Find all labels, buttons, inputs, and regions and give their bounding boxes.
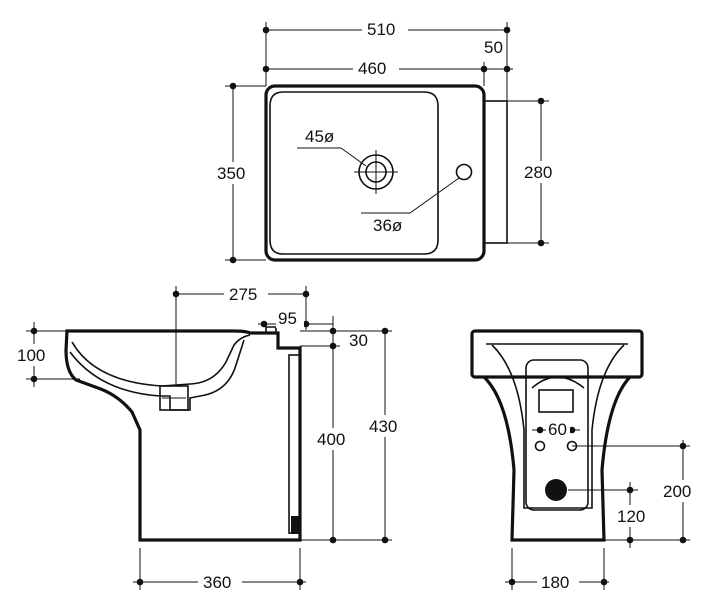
dim-bolt-spacing: 60 [548,420,567,439]
dim-bowl-height: 100 [17,346,45,365]
dim-base-width: 360 [203,573,231,592]
dim-drain-height: 200 [663,482,691,501]
rear-mounting-block [483,100,508,244]
dim-drain-offset: 120 [617,507,645,526]
dim-rear-offset: 50 [484,38,503,57]
rear-view: 60 200 120 180 [470,329,702,593]
basin-inner-bowl [269,91,439,255]
drain-outlet [545,479,567,501]
dim-depth: 350 [217,164,245,183]
pedestal-outline [64,329,302,542]
dim-step-height: 30 [349,331,368,350]
dim-overall-width: 510 [367,20,395,39]
overflow-leader [361,177,460,214]
overflow-hole [455,163,473,181]
rear-pedestal-outline [482,375,632,542]
drain-assembly [159,385,189,411]
dim-rear-base-width: 180 [541,573,569,592]
dim-outlet-offset: 275 [229,285,257,304]
bolt-hole-left [534,440,546,452]
dim-bowl-width: 460 [358,59,386,78]
mounting-plate [525,359,589,511]
side-view: 275 95 100 30 400 430 [14,283,406,593]
bowl-interior [71,334,251,387]
overflow-hole-label: 36ø [373,216,402,235]
dim-total-height: 430 [369,417,397,436]
dim-rear-step: 95 [278,309,297,328]
dim-pedestal-height: 400 [317,430,345,449]
dim-rear-depth: 280 [524,163,552,182]
wall-plate [288,354,301,534]
top-view: 45ø 36ø 510 460 50 350 [214,18,562,264]
tap-hole-label: 45ø [305,127,334,146]
